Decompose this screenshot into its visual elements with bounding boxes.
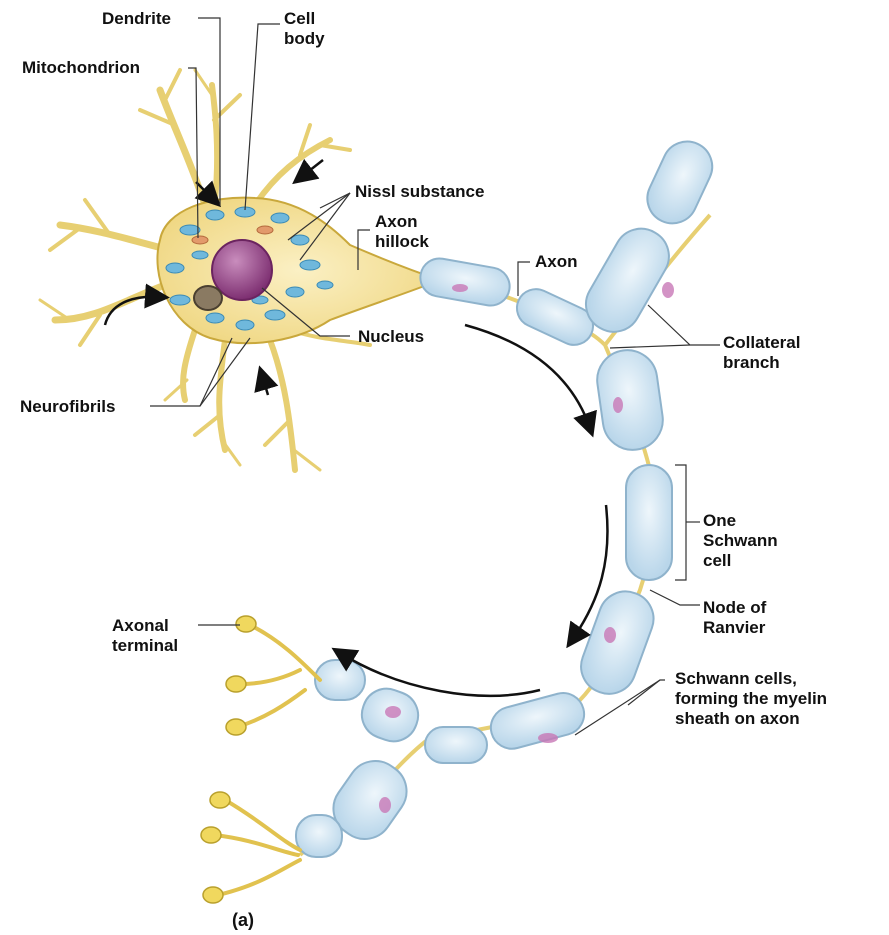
terminal-bulbs [201,616,256,903]
myelin-sheath [296,133,720,857]
label-axon: Axon [535,252,578,272]
label-neurofibrils: Neurofibrils [20,397,115,417]
label-mitochondrion: Mitochondrion [22,58,140,78]
figure-caption: (a) [232,910,254,930]
label-dendrite: Dendrite [102,9,171,29]
axonal-terminals [215,625,320,895]
axon-core [300,280,652,855]
inclusion [194,286,222,310]
nucleus [212,240,272,300]
label-nucleus: Nucleus [358,327,424,347]
label-nissl: Nissl substance [355,182,484,202]
